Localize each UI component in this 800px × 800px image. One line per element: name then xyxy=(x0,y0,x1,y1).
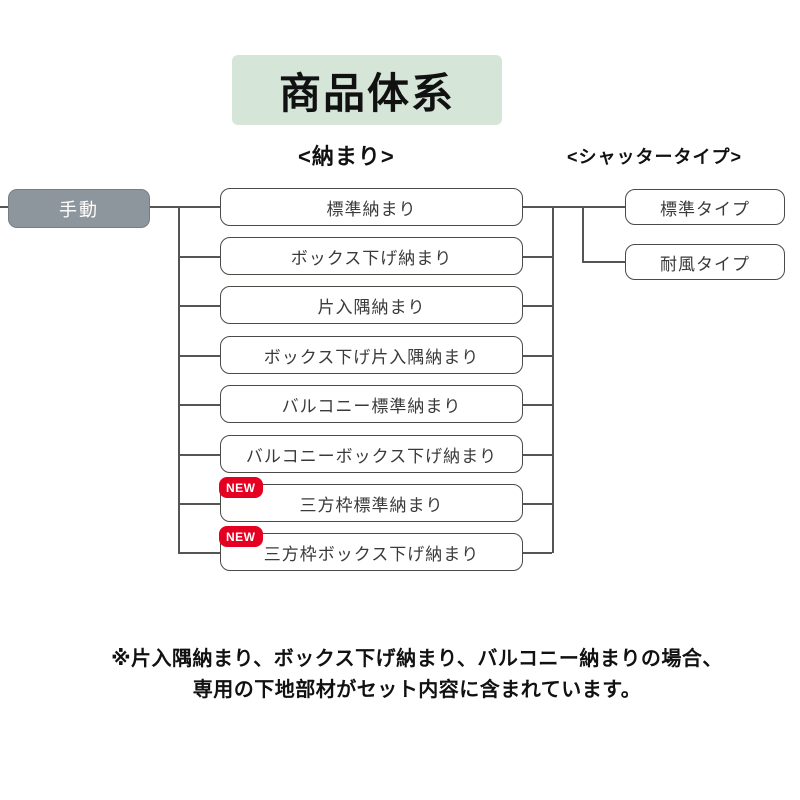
connector-line xyxy=(523,503,552,505)
osamari-box-label: 標準納まり xyxy=(326,199,417,219)
footnote: ※片入隅納まり、ボックス下げ納まり、バルコニー納まりの場合、 専用の下地部材がセ… xyxy=(17,644,800,706)
shutter-type-box-standard: 標準タイプ xyxy=(625,189,785,225)
new-badge: NEW xyxy=(219,526,263,547)
connector-line xyxy=(178,206,180,553)
connector-line xyxy=(582,206,584,262)
shutter-type-label: 標準タイプ xyxy=(660,199,750,219)
osamari-box-three-way-frame-box-lowered: NEW 三方枠ボックス下げ納まり xyxy=(219,526,523,571)
osamari-box-label: ボックス下げ片入隅納まり xyxy=(263,347,480,367)
osamari-box-balcony-box-lowered: バルコニーボックス下げ納まり xyxy=(220,435,523,473)
osamari-box-three-way-frame-standard: NEW 三方枠標準納まり xyxy=(219,477,523,522)
connector-line xyxy=(178,305,220,307)
osamari-box-standard: 標準納まり xyxy=(220,188,523,226)
osamari-box-label: 片入隅納まり xyxy=(317,297,426,317)
connector-line xyxy=(552,206,625,208)
shutter-type-box-wind-resistant: 耐風タイプ xyxy=(625,244,785,280)
connector-line xyxy=(178,552,220,554)
osamari-box-box-lowered: ボックス下げ納まり xyxy=(220,237,523,275)
osamari-box-balcony-standard: バルコニー標準納まり xyxy=(220,385,523,423)
osamari-box-box-lowered-single-corner: ボックス下げ片入隅納まり xyxy=(220,336,523,374)
footnote-line-2: 専用の下地部材がセット内容に含まれています。 xyxy=(192,679,642,701)
osamari-box-label: バルコニーボックス下げ納まり xyxy=(245,446,498,466)
shutter-type-label: 耐風タイプ xyxy=(660,254,750,274)
osamari-box-label: 三方枠標準納まり xyxy=(299,495,444,515)
column-header-osamari: <納まり> xyxy=(298,144,395,169)
root-node-label: 手動 xyxy=(59,199,99,220)
connector-line xyxy=(552,206,554,553)
connector-line xyxy=(148,206,179,208)
connector-line xyxy=(178,454,220,456)
page-title: 商品体系 xyxy=(232,55,502,125)
connector-line xyxy=(523,206,552,208)
connector-line xyxy=(178,256,220,258)
connector-line xyxy=(523,552,552,554)
osamari-box-single-corner: 片入隅納まり xyxy=(220,286,523,324)
osamari-box-label: 三方枠ボックス下げ納まり xyxy=(263,544,480,564)
connector-line xyxy=(523,404,552,406)
connector-line xyxy=(178,206,220,208)
connector-line xyxy=(0,206,8,208)
connector-line xyxy=(178,404,220,406)
connector-line xyxy=(523,256,552,258)
connector-line xyxy=(523,454,552,456)
osamari-box-label: バルコニー標準納まり xyxy=(281,396,462,416)
new-badge: NEW xyxy=(219,477,263,498)
root-node-manual: 手動 xyxy=(8,189,150,228)
osamari-box-label: ボックス下げ納まり xyxy=(290,248,453,268)
connector-line xyxy=(523,355,552,357)
connector-line xyxy=(178,503,220,505)
footnote-line-1: ※片入隅納まり、ボックス下げ納まり、バルコニー納まりの場合、 xyxy=(111,648,723,670)
column-header-shutter-type: <シャッタータイプ> xyxy=(567,147,743,167)
connector-line xyxy=(178,355,220,357)
connector-line xyxy=(582,261,625,263)
connector-line xyxy=(523,305,552,307)
